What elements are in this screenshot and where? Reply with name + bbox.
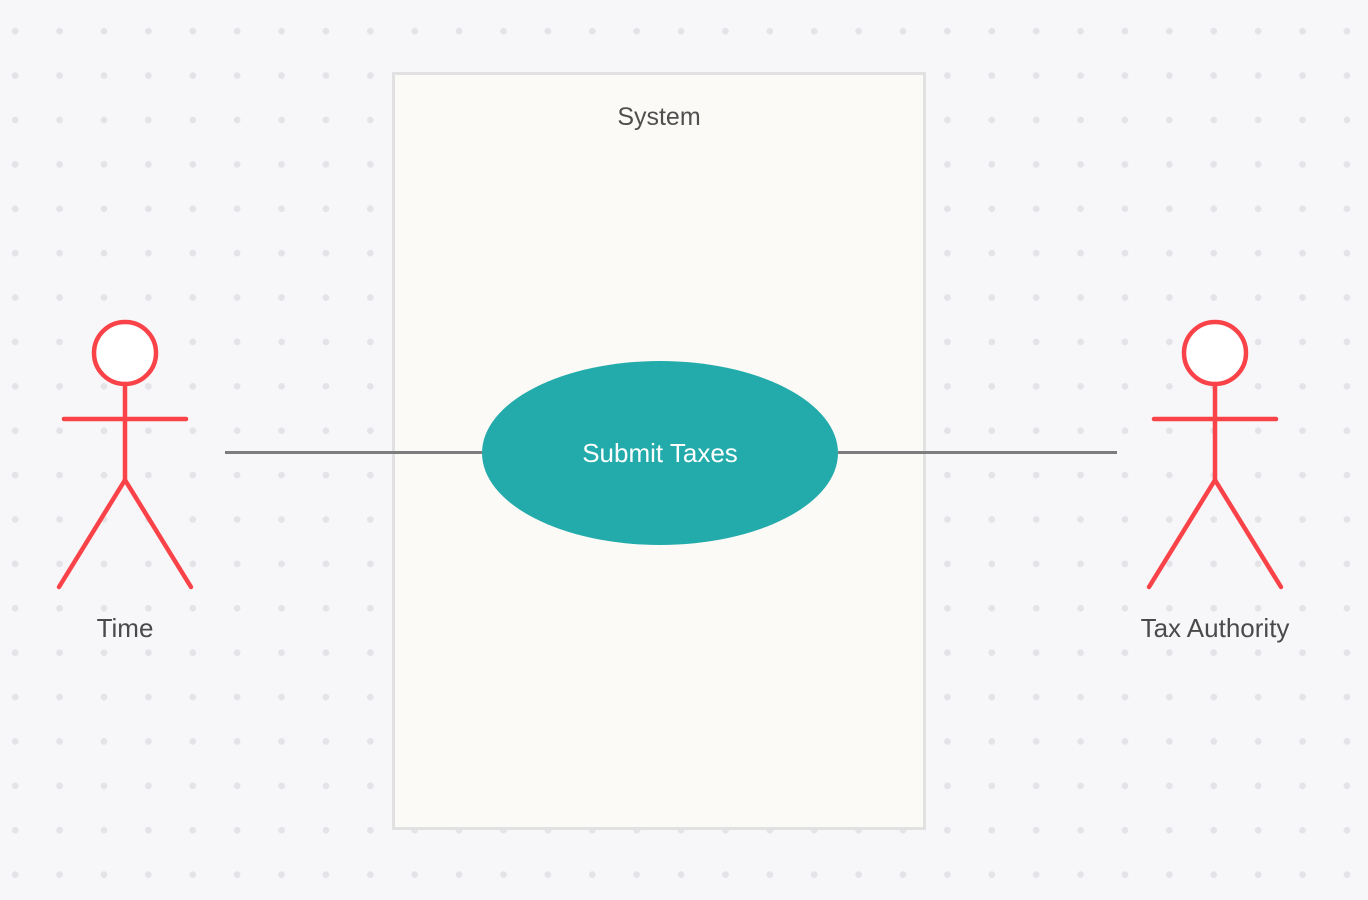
stick-figure-icon — [1146, 319, 1284, 590]
association-line-time[interactable] — [225, 451, 483, 454]
system-boundary-label: System — [617, 103, 701, 131]
use-case-label: Submit Taxes — [582, 437, 738, 468]
actor-tax-authority[interactable] — [1140, 315, 1290, 595]
actor-tax-authority-label: Tax Authority — [1140, 613, 1290, 643]
stick-figure-icon — [56, 319, 194, 590]
use-case-submit-taxes[interactable]: Submit Taxes — [482, 361, 838, 545]
association-line-tax-authority[interactable] — [838, 451, 1117, 454]
actor-time-label: Time — [96, 613, 154, 643]
actor-time[interactable] — [50, 315, 200, 595]
